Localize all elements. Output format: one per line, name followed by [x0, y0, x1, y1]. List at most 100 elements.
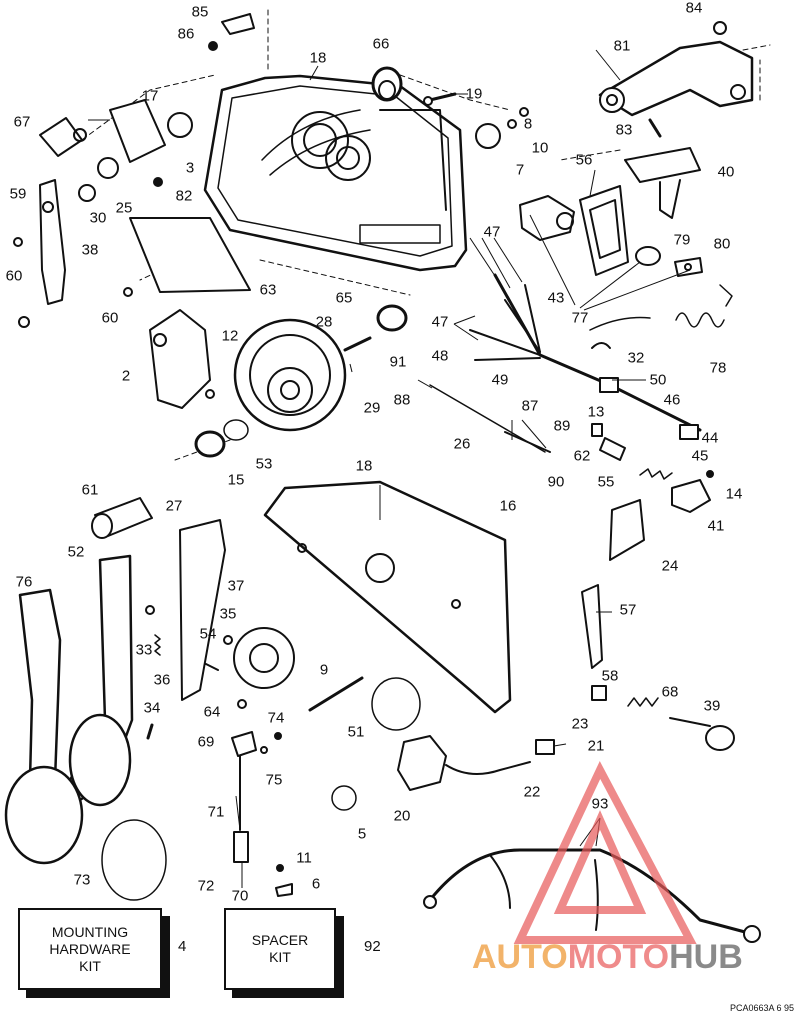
spacer-kit-label: SPACER KIT — [251, 932, 309, 965]
callout-number-91: 91 — [389, 353, 407, 371]
callout-number-59: 59 — [9, 185, 27, 203]
callout-number-43: 43 — [547, 289, 565, 307]
callout-number-62: 62 — [573, 447, 591, 465]
callout-number-8: 8 — [523, 115, 533, 133]
callout-number-37: 37 — [227, 577, 245, 595]
callout-number-64: 64 — [203, 703, 221, 721]
callout-number-46: 46 — [663, 391, 681, 409]
spacer-kit-part-number: 92 — [364, 938, 381, 955]
callout-number-2: 2 — [121, 367, 131, 385]
callout-number-23: 23 — [571, 715, 589, 733]
callout-number-73: 73 — [73, 871, 91, 889]
watermark-part-hub: HUB — [669, 938, 743, 976]
callout-number-30: 30 — [89, 209, 107, 227]
callout-number-55: 55 — [597, 473, 615, 491]
callout-number-32: 32 — [627, 349, 645, 367]
callout-number-70: 70 — [231, 887, 249, 905]
callout-number-47: 47 — [431, 313, 449, 331]
watermark-text: AUTOMOTOHUB — [472, 938, 743, 977]
callout-number-28: 28 — [315, 313, 333, 331]
callout-number-58: 58 — [601, 667, 619, 685]
callout-number-67: 67 — [13, 113, 31, 131]
callout-number-93: 93 — [591, 795, 609, 813]
callout-number-54: 54 — [199, 625, 217, 643]
callout-number-44: 44 — [701, 429, 719, 447]
callout-number-50: 50 — [649, 371, 667, 389]
callout-number-60: 60 — [101, 309, 119, 327]
callout-number-82: 82 — [175, 187, 193, 205]
callout-number-52: 52 — [67, 543, 85, 561]
callout-number-71: 71 — [207, 803, 225, 821]
callout-number-17: 17 — [141, 87, 159, 105]
callout-number-66: 66 — [372, 35, 390, 53]
callout-number-85: 85 — [191, 3, 209, 21]
callout-number-72: 72 — [197, 877, 215, 895]
callout-number-33: 33 — [135, 641, 153, 659]
callout-number-49: 49 — [491, 371, 509, 389]
callout-number-77: 77 — [571, 309, 589, 327]
callout-number-89: 89 — [553, 417, 571, 435]
callout-number-74: 74 — [267, 709, 285, 727]
callout-number-45: 45 — [691, 447, 709, 465]
callout-number-41: 41 — [707, 517, 725, 535]
callout-number-36: 36 — [153, 671, 171, 689]
figure-code: PCA0663A 6 95 — [729, 1003, 794, 1013]
callout-number-69: 69 — [197, 733, 215, 751]
callout-number-68: 68 — [661, 683, 679, 701]
callout-number-19: 19 — [465, 85, 483, 103]
callout-number-63: 63 — [259, 281, 277, 299]
callout-number-79: 79 — [673, 231, 691, 249]
callout-number-65: 65 — [335, 289, 353, 307]
callout-number-13: 13 — [587, 403, 605, 421]
callout-number-20: 20 — [393, 807, 411, 825]
callout-number-16: 16 — [499, 497, 517, 515]
callout-number-86: 86 — [177, 25, 195, 43]
callout-number-3: 3 — [185, 159, 195, 177]
callout-number-29: 29 — [363, 399, 381, 417]
callout-number-48: 48 — [431, 347, 449, 365]
mounting-hardware-kit-box: MOUNTING HARDWARE KIT — [18, 908, 162, 990]
callout-number-83: 83 — [615, 121, 633, 139]
watermark-part-moto: MOTO — [567, 938, 670, 976]
callout-number-47: 47 — [483, 223, 501, 241]
callout-number-76: 76 — [15, 573, 33, 591]
watermark-part-auto: AUTO — [472, 938, 568, 976]
callout-number-81: 81 — [613, 37, 631, 55]
watermark-triangle — [513, 761, 697, 944]
mounting-hardware-kit-label: MOUNTING HARDWARE KIT — [49, 923, 131, 974]
callout-number-5: 5 — [357, 825, 367, 843]
callout-number-84: 84 — [685, 0, 703, 17]
callout-number-34: 34 — [143, 699, 161, 717]
callout-number-18: 18 — [355, 457, 373, 475]
callout-number-35: 35 — [219, 605, 237, 623]
callout-number-6: 6 — [311, 875, 321, 893]
callout-number-9: 9 — [319, 661, 329, 679]
callout-number-61: 61 — [81, 481, 99, 499]
callout-number-53: 53 — [255, 455, 273, 473]
callout-number-78: 78 — [709, 359, 727, 377]
callout-number-14: 14 — [725, 485, 743, 503]
callout-number-57: 57 — [619, 601, 637, 619]
callout-number-24: 24 — [661, 557, 679, 575]
callout-number-40: 40 — [717, 163, 735, 181]
callout-number-87: 87 — [521, 397, 539, 415]
callout-number-75: 75 — [265, 771, 283, 789]
callout-number-7: 7 — [515, 161, 525, 179]
callout-number-25: 25 — [115, 199, 133, 217]
callout-number-39: 39 — [703, 697, 721, 715]
callout-number-80: 80 — [713, 235, 731, 253]
callout-number-60: 60 — [5, 267, 23, 285]
mounting-hardware-kit-part-number: 4 — [178, 938, 187, 955]
callout-number-21: 21 — [587, 737, 605, 755]
callout-number-56: 56 — [575, 151, 593, 169]
spacer-kit-box: SPACER KIT — [224, 908, 336, 990]
callout-number-11: 11 — [296, 849, 312, 867]
callout-number-90: 90 — [547, 473, 565, 491]
callout-number-18: 18 — [309, 49, 327, 67]
callout-number-38: 38 — [81, 241, 99, 259]
callout-number-22: 22 — [523, 783, 541, 801]
callout-number-12: 12 — [221, 327, 239, 345]
callout-number-15: 15 — [227, 471, 245, 489]
